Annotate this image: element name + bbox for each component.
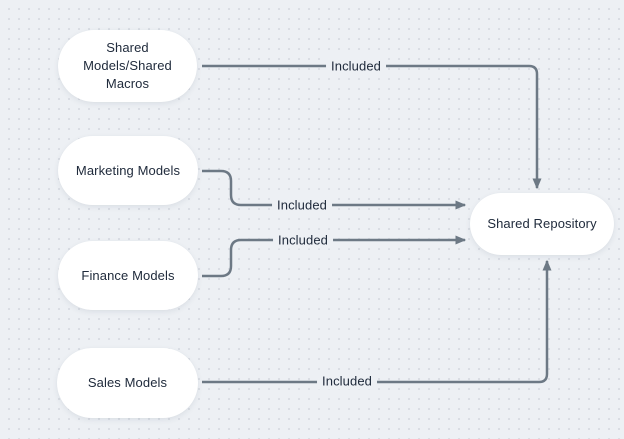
edge-marketing-to-repository — [202, 169, 467, 210]
node-sales-models: Sales Models — [57, 348, 198, 418]
edge-finance-to-repository — [202, 235, 467, 278]
edge-sales-to-repository — [202, 259, 552, 384]
node-label: Shared Models/Shared Macros — [83, 40, 172, 91]
node-shared-models-macros: Shared Models/Shared Macros — [58, 30, 197, 102]
node-label: Marketing Models — [75, 162, 181, 178]
node-label: Shared Repository — [487, 216, 597, 231]
node-finance-models: Finance Models — [58, 241, 198, 310]
edge-label-included-marketing: Included — [272, 196, 332, 214]
edge-label-included-sales: Included — [317, 372, 377, 390]
node-label: Sales Models — [87, 375, 168, 390]
edge-label-included-finance: Included — [273, 231, 333, 249]
node-label: Finance Models — [81, 267, 175, 283]
edge-shared-models-to-repository — [202, 64, 542, 190]
node-shared-repository: Shared Repository — [470, 193, 614, 255]
node-marketing-models: Marketing Models — [58, 136, 198, 205]
edge-label-included-shared-models: Included — [326, 57, 386, 75]
